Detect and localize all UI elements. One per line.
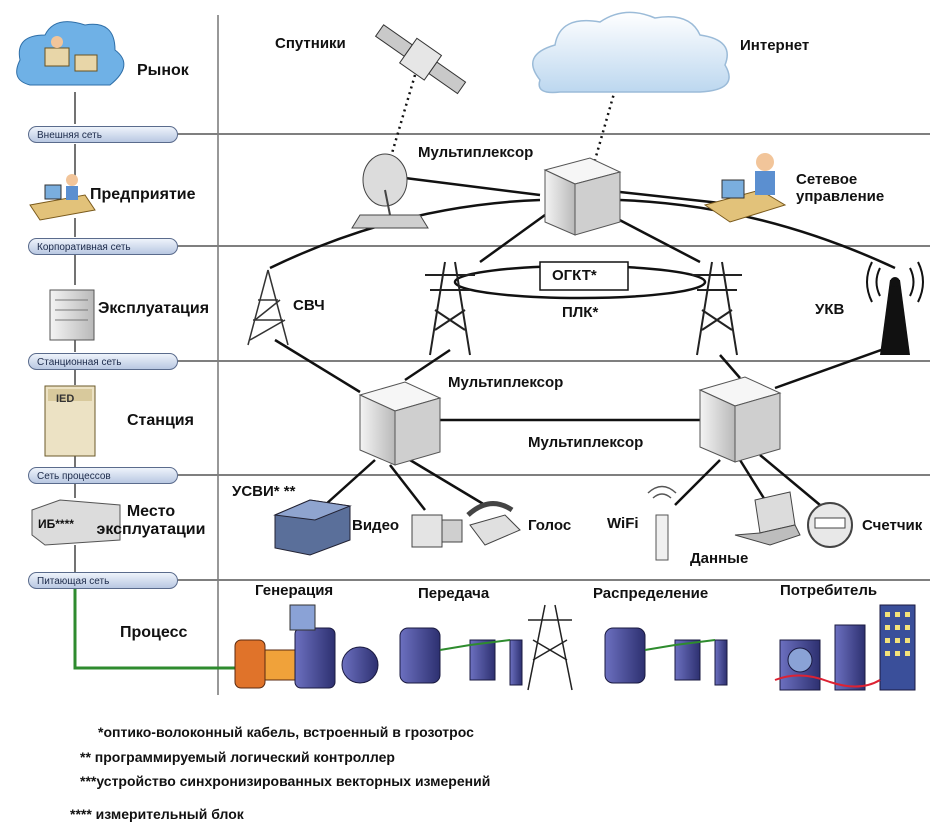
level-market: Рынок [137,62,189,79]
pylon-left-icon [425,261,475,356]
network-external-pill: Внешняя сеть [28,126,178,143]
video-label: Видео [352,517,400,534]
level-process: Процесс [120,624,188,641]
multiplexer-top-label: Мультиплексор [418,144,534,161]
ied-label: IED [56,393,74,405]
network-feeder-pill: Питающая сеть [28,572,178,589]
stage-transmission: Передача [418,585,490,602]
usvi-label: УСВИ* ** [232,483,296,500]
level-enterprise: Предприятие [90,186,196,203]
dish-antenna-icon [351,153,429,229]
laptop-icon [734,491,801,546]
stage-distribution: Распределение [593,585,709,602]
network-station-pill: Станционная сеть [28,353,178,370]
satellites-label: Спутники [275,35,346,52]
ib-device-icon [31,499,121,546]
generation-equipment-icon [234,604,379,689]
plk-label: ПЛК* [562,304,599,321]
ukv-antenna-icon [866,261,924,355]
internet-cloud-icon [531,11,730,94]
network-management-icon [703,153,787,223]
feeder-link [73,589,240,670]
footnote-4: **** измерительный блок [70,806,244,822]
enterprise-icon [29,174,96,221]
data-label: Данные [690,550,749,567]
network-process-pill: Сеть процессов [28,467,178,484]
svch-label: СВЧ [293,297,325,314]
multiplexer-left-label: Мультиплексор [448,374,564,391]
wifi-label: WiFi [607,515,639,532]
footnote-2: ** программируемый логический контроллер [80,749,395,765]
wifi-antenna-icon [647,485,677,561]
ogkt-label: ОГКТ* [552,267,597,284]
level-station: Станция [127,412,194,429]
usvi-device-icon [273,499,352,556]
ogkt-box [539,261,629,291]
stage-consumer: Потребитель [780,582,878,599]
footnote-1: *оптико-волоконный кабель, встроенный в … [98,724,474,740]
multiplexer-left-icon [358,381,442,466]
level-field-site: Место эксплуатации [96,503,206,538]
network-bands [178,133,930,581]
network-corporate-pill: Корпоративная сеть [28,238,178,255]
multiplexer-top-icon [543,157,622,236]
operation-server-icon [49,289,95,341]
pylon-right-icon [692,261,742,356]
svch-tower-icon [247,269,289,346]
footnote-3: ***устройство синхронизированных векторн… [80,773,491,789]
ib-label: ИБ**** [38,517,74,531]
ied-icon [44,385,96,457]
video-camera-icon [411,514,463,548]
multiplexer-right-icon [698,376,782,463]
transmission-equipment-icon [399,604,573,691]
stage-generation: Генерация [255,582,334,599]
wireless-links [388,74,617,161]
telephone-icon [466,501,521,546]
consumer-equipment-icon [774,604,916,691]
ukv-label: УКВ [815,301,845,318]
meter-label: Счетчик [862,517,923,534]
meter-icon [807,502,853,548]
network-mgmt-label: Сетевое управление [796,171,885,205]
market-icon [16,21,125,86]
multiplexer-right-label: Мультиплексор [528,434,644,451]
distribution-equipment-icon [604,627,728,686]
level-operation: Эксплуатация [98,300,210,317]
voice-label: Голос [528,517,572,534]
satellite-icon [374,24,467,95]
internet-label: Интернет [740,37,810,54]
